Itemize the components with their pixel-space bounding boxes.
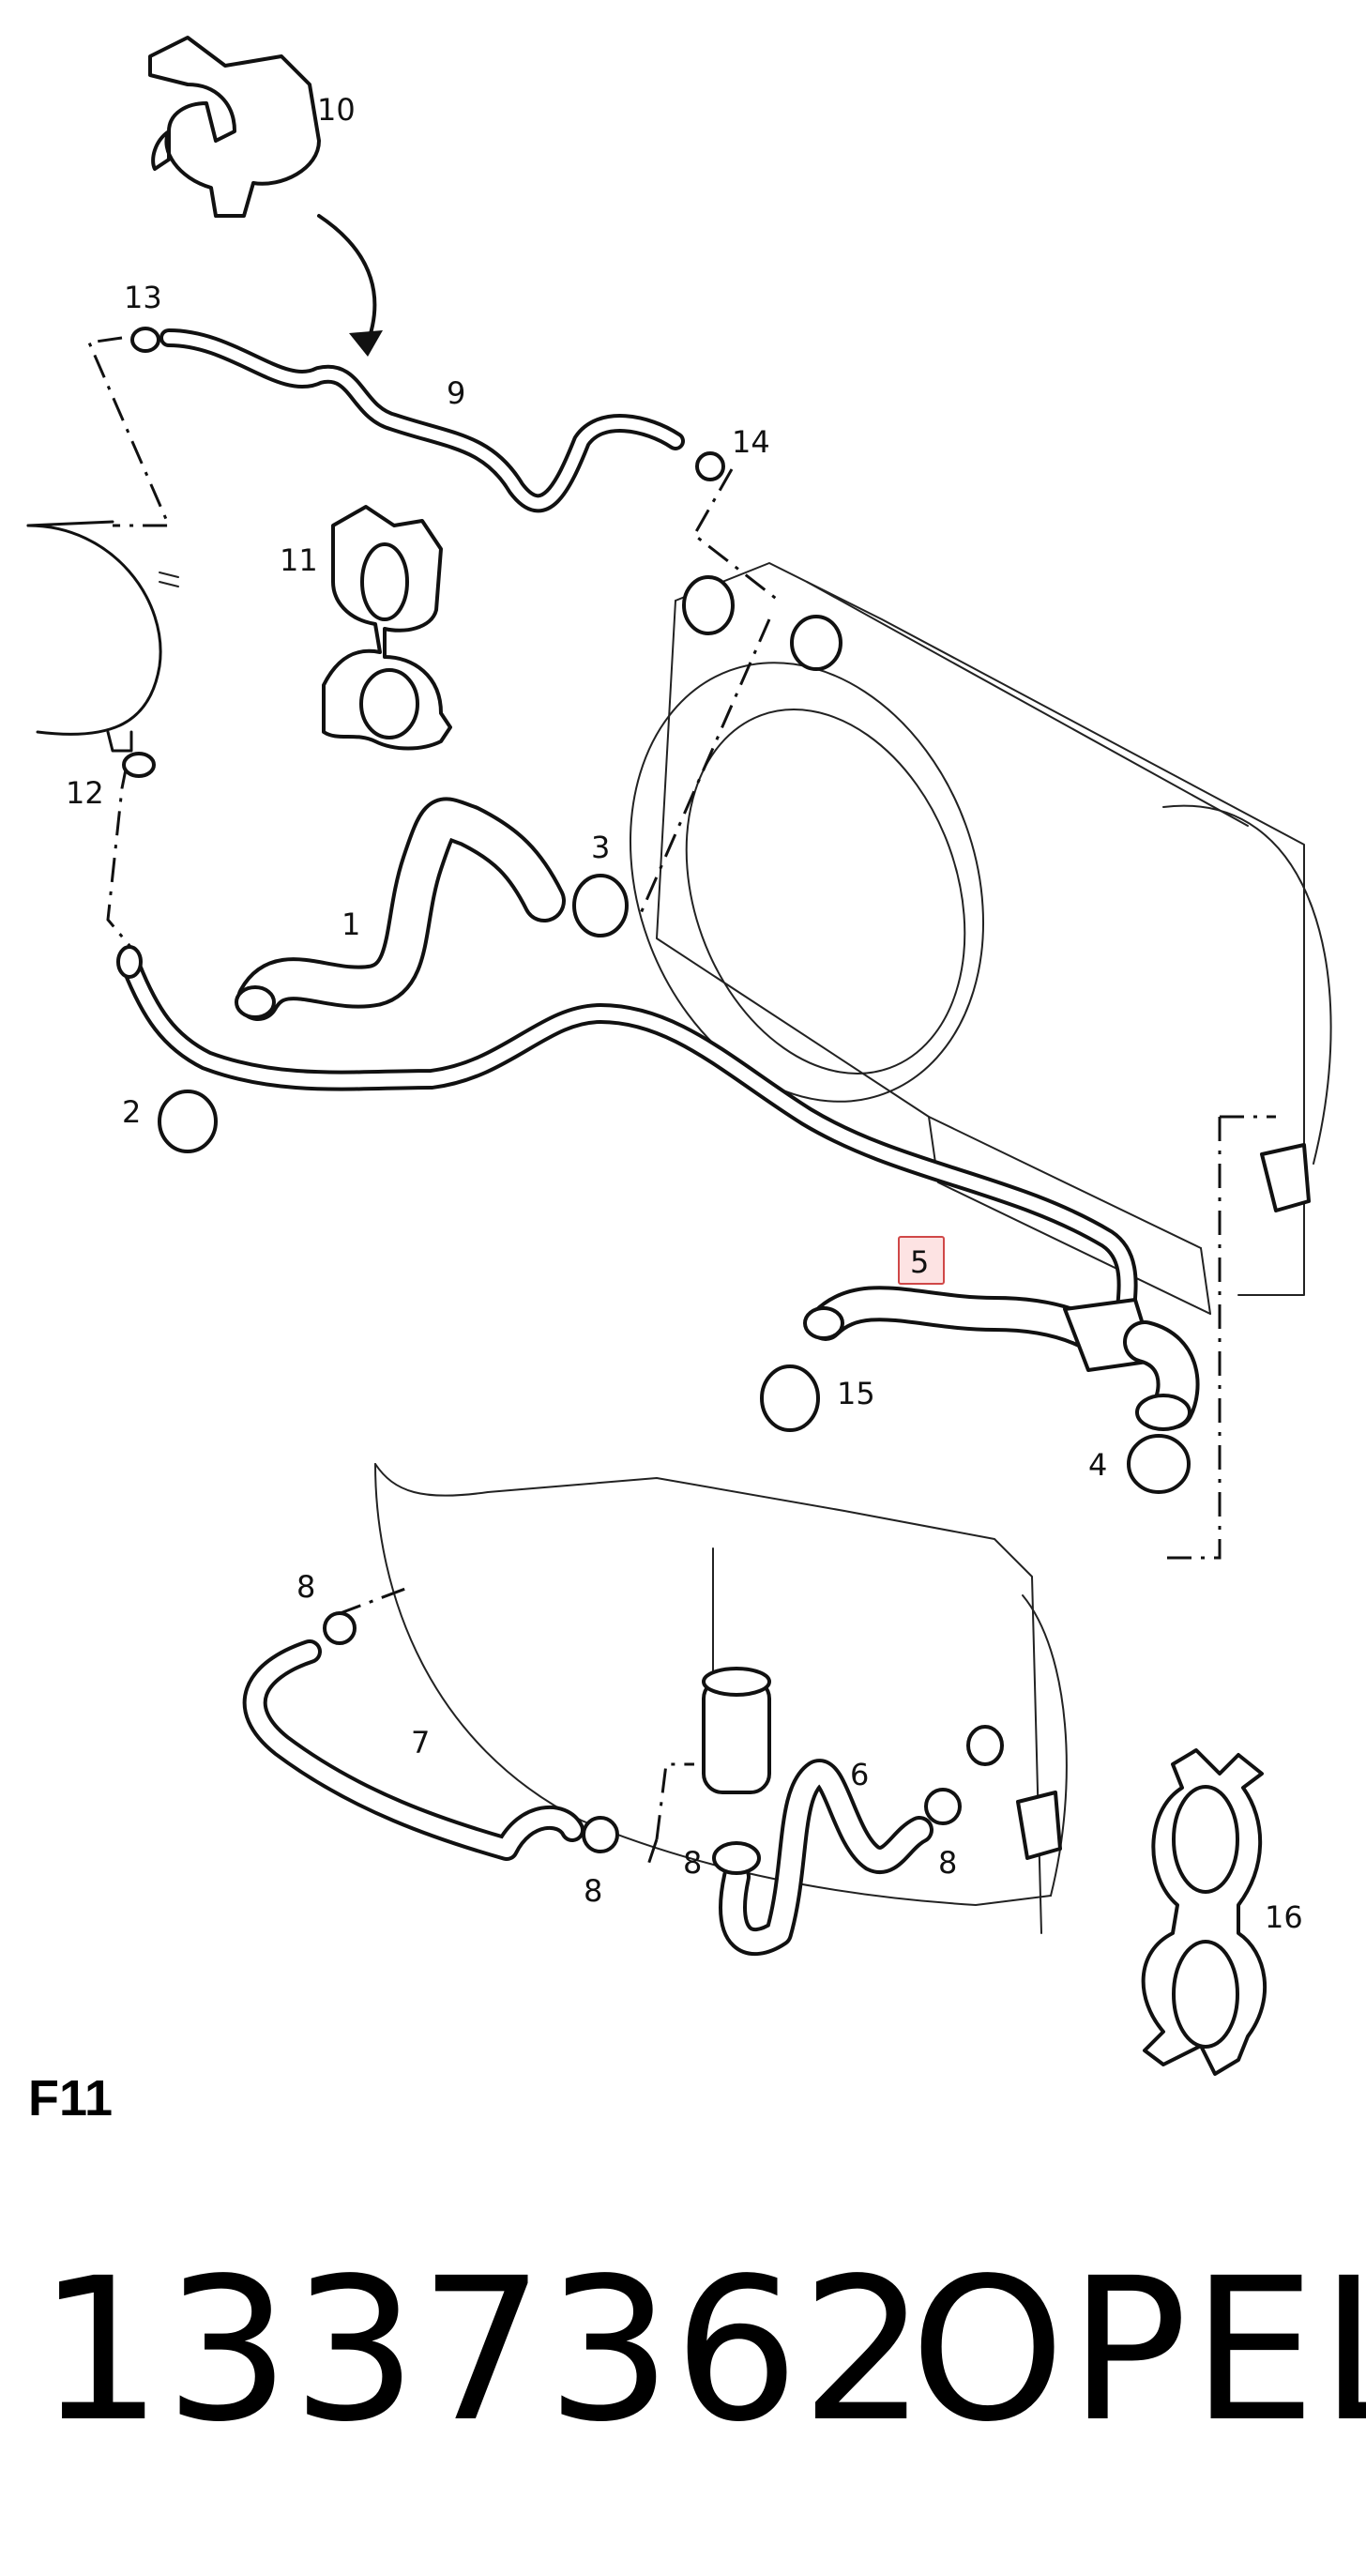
callout-4: 4 [1088, 1447, 1107, 1483]
bracket-10-icon [148, 36, 321, 218]
clamp-14-icon [695, 451, 725, 481]
clamp-8c-icon [712, 1841, 761, 1875]
figure-label: F11 [28, 2070, 114, 2126]
callout-11: 11 [280, 542, 318, 578]
arrow-10-to-9 [317, 214, 377, 349]
callout-6: 6 [850, 1757, 869, 1792]
callout-8-mid: 8 [683, 1845, 702, 1881]
clamp-8d-icon [924, 1788, 962, 1825]
callout-1: 1 [342, 907, 360, 942]
hose-6-and-pump [702, 1667, 933, 1956]
hose-9 [159, 328, 685, 513]
hose-1 [235, 797, 566, 1021]
clamp-2-icon [158, 1090, 218, 1153]
callout-15: 15 [837, 1376, 875, 1411]
hose-7 [242, 1639, 584, 1861]
radiator-fittings [682, 575, 1311, 1860]
callout-9: 9 [447, 375, 465, 411]
callout-labels: 10 13 9 14 11 12 3 1 2 5 15 4 8 7 6 8 8 … [66, 92, 1303, 1935]
callout-12: 12 [66, 775, 104, 811]
callout-8-right: 8 [938, 1845, 957, 1881]
callout-10: 10 [317, 92, 356, 128]
callout-14: 14 [732, 424, 770, 460]
clamp-4-icon [1127, 1434, 1191, 1494]
part-number: 1337362 [38, 2235, 929, 2465]
clamp-15-icon [760, 1364, 820, 1432]
callout-5-highlight [898, 1236, 945, 1285]
clamp-3-icon [572, 874, 629, 937]
bracket-11-icon [322, 505, 452, 751]
callout-7: 7 [411, 1725, 430, 1761]
radiator-outline [629, 562, 1332, 1315]
clamp-8b-icon [582, 1816, 619, 1853]
callout-5: 5 [910, 1244, 929, 1280]
callout-3: 3 [591, 830, 610, 865]
hose-5 [116, 945, 1200, 1431]
bracket-16-icon [1141, 1748, 1267, 2076]
clamp-12-icon [122, 752, 156, 778]
callout-2: 2 [122, 1094, 141, 1130]
callout-13: 13 [124, 280, 162, 315]
brand-name: OPEL [910, 2235, 1366, 2465]
clamp-13-icon [130, 327, 160, 353]
leader-lines [86, 336, 1276, 1868]
expansion-tank [26, 520, 179, 753]
arrow-head-icon [349, 330, 383, 357]
hose-clamps [122, 327, 1191, 1875]
clamp-8a-icon [323, 1611, 357, 1645]
callout-8-left: 8 [584, 1873, 602, 1909]
callout-16: 16 [1265, 1899, 1303, 1935]
callout-8-top: 8 [296, 1569, 315, 1605]
